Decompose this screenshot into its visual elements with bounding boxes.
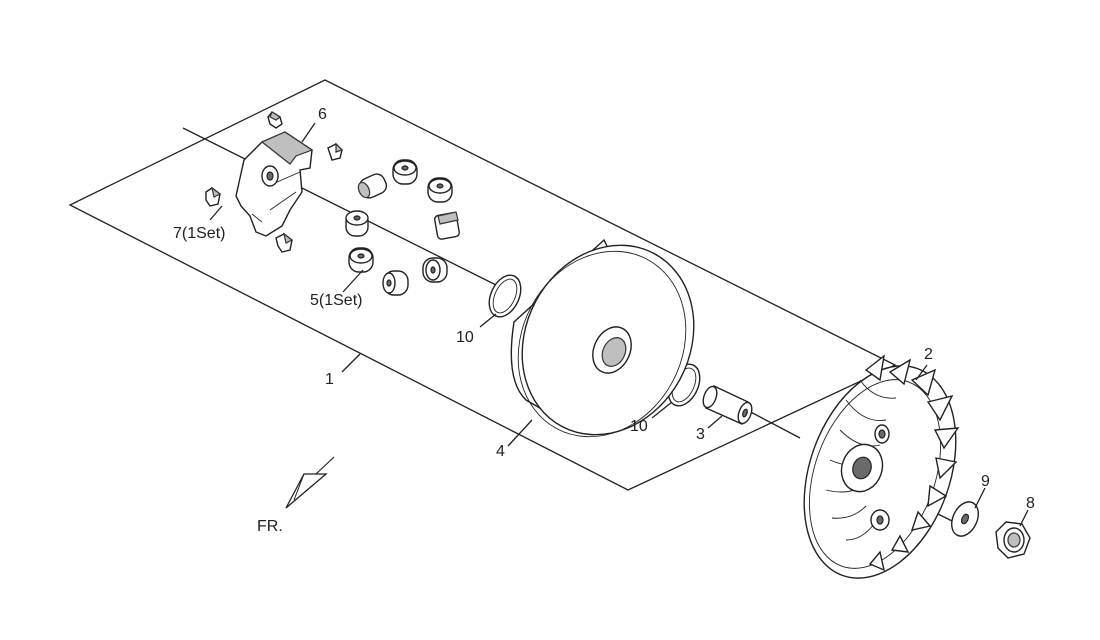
callout-3: 3 xyxy=(696,426,705,443)
callout-4: 4 xyxy=(496,443,505,460)
roller-part-5-a xyxy=(357,173,388,199)
slider-part-7-a xyxy=(267,111,283,129)
callout-9: 9 xyxy=(981,473,990,490)
slider-part-7-b xyxy=(327,142,344,161)
front-direction-arrow-icon xyxy=(285,456,335,509)
roller-part-5-f xyxy=(348,247,374,273)
nut-part-8 xyxy=(995,521,1031,559)
assembly-plane-outline xyxy=(68,79,897,491)
callout-5: 5(1Set) xyxy=(310,292,362,309)
slider-part-7-c xyxy=(205,186,222,207)
collar-part-3 xyxy=(702,385,753,425)
callout-10-b: 10 xyxy=(630,418,648,435)
callout-2: 2 xyxy=(924,346,933,363)
roller-part-5-d xyxy=(345,210,369,237)
roller-part-5-h xyxy=(422,257,448,283)
fixed-drive-face-part-2 xyxy=(803,354,960,579)
roller-part-5-g xyxy=(382,270,409,296)
roller-part-5-b xyxy=(392,159,418,185)
roller-part-5-c xyxy=(427,177,453,203)
callout-1: 1 xyxy=(325,371,334,388)
callout-6: 6 xyxy=(318,106,327,123)
leader-lines xyxy=(209,122,1029,527)
washer-part-9 xyxy=(951,501,979,537)
callout-10-a: 10 xyxy=(456,329,474,346)
movable-drive-face-part-4 xyxy=(510,238,695,438)
o-ring-part-10-a xyxy=(488,274,522,318)
callout-7: 7(1Set) xyxy=(173,225,225,242)
callout-8: 8 xyxy=(1026,495,1035,512)
front-direction-label: FR. xyxy=(257,518,283,535)
slider-part-7-d xyxy=(275,232,294,253)
ramp-plate-part-6 xyxy=(235,131,314,237)
roller-part-5-e xyxy=(434,211,460,240)
